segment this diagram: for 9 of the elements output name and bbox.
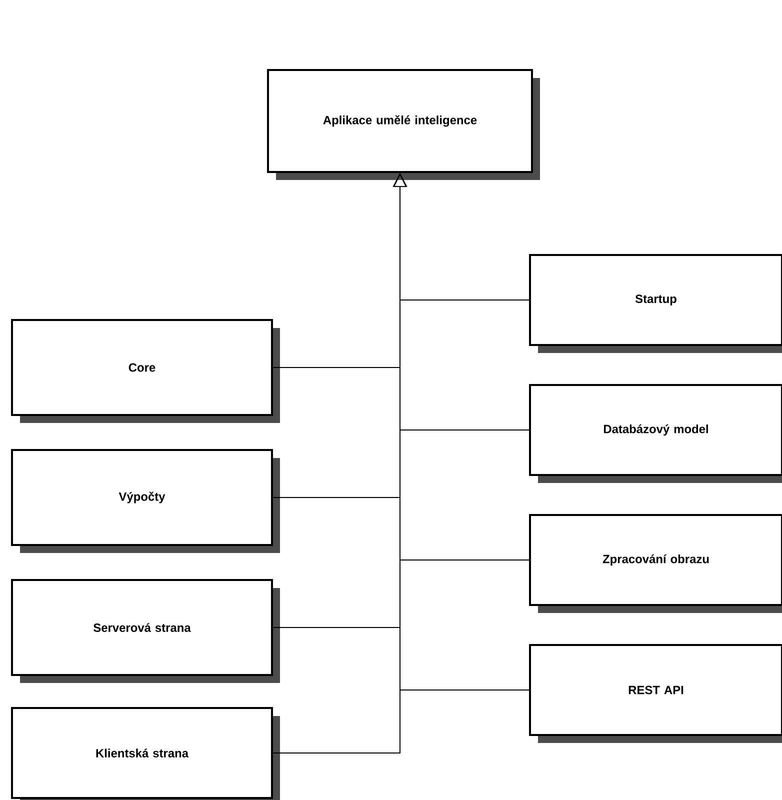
class-box: Aplikace umělé inteligence [267,69,540,180]
class-box: Zpracování obrazu [529,514,782,613]
class-box: Výpočty [11,449,280,553]
class-box: Serverová strana [11,579,280,683]
class-box: Core [11,319,280,423]
class-box: Klientská strana [11,707,280,800]
class-box: Databázový model [529,384,782,483]
class-box: REST API [529,644,782,743]
class-box: Startup [529,254,782,353]
